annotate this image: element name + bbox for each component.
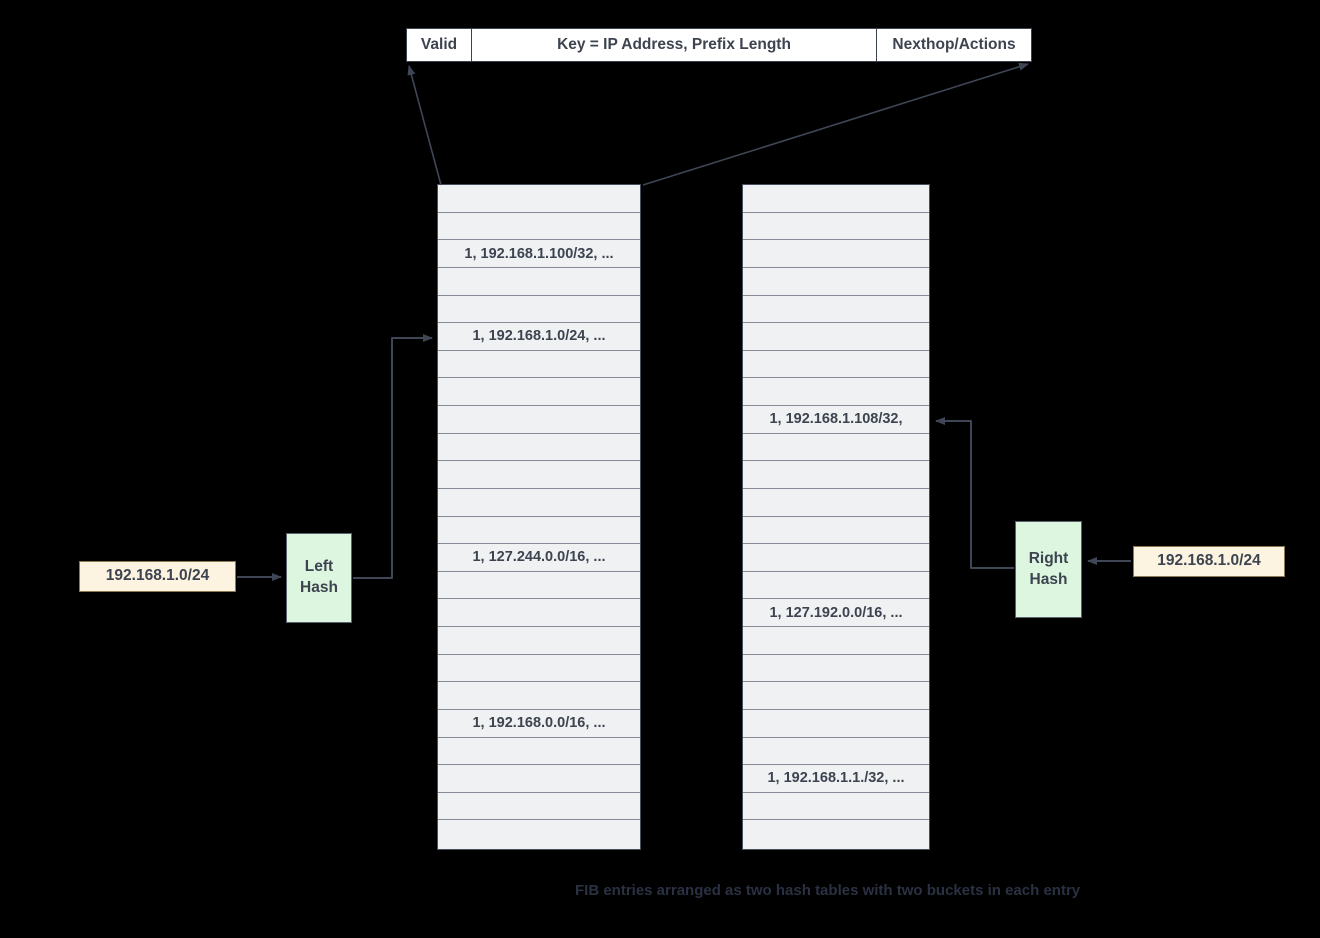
- header-cell-valid: Valid: [420, 36, 458, 53]
- right-hash-label-line1: Right: [1028, 549, 1069, 567]
- table-row-text: 1, 127.192.0.0/16, ...: [769, 604, 903, 621]
- table-row-filled: 1, 192.168.1.108/32,: [743, 406, 929, 434]
- table-row-empty: [438, 517, 640, 545]
- left-hash-box[interactable]: Left Hash: [286, 533, 352, 623]
- header-cell-key: Key = IP Address, Prefix Length: [471, 29, 876, 61]
- table-row-empty: [743, 793, 929, 821]
- table-row-empty: [743, 820, 929, 848]
- diagram-caption: FIB entries arranged as two hash tables …: [575, 882, 1081, 899]
- table-row-empty: [438, 489, 640, 517]
- table-row-empty: [438, 268, 640, 296]
- table-row-text: 1, 127.244.0.0/16, ...: [472, 549, 606, 566]
- table-row-empty: [743, 434, 929, 462]
- table-row-empty: [743, 296, 929, 324]
- table-row-filled: 1, 192.168.1.100/32, ...: [438, 240, 640, 268]
- table-row-empty: [438, 213, 640, 241]
- table-row-empty: [438, 351, 640, 379]
- table-row-empty: [743, 544, 929, 572]
- table-row-text: 1, 192.168.1.0/24, ...: [472, 328, 606, 345]
- table-row-text: 1, 192.168.1.100/32, ...: [464, 245, 614, 262]
- table-row-empty: [438, 682, 640, 710]
- right-hash-label-line2: Hash: [1029, 570, 1068, 588]
- table-row-empty: [743, 489, 929, 517]
- table-row-empty: [438, 820, 640, 848]
- table-row-empty: [743, 323, 929, 351]
- table-row-empty: [743, 268, 929, 296]
- left-hash-label-line2: Hash: [300, 579, 338, 596]
- table-row-filled: 1, 192.168.0.0/16, ...: [438, 710, 640, 738]
- table-row-empty: [743, 240, 929, 268]
- table-row-empty: [743, 682, 929, 710]
- table-row-empty: [743, 378, 929, 406]
- header-cell-nexthop: Nexthop/Actions: [876, 29, 1031, 61]
- table-row-empty: [438, 738, 640, 766]
- table-row-empty: [743, 185, 929, 213]
- table-row-empty: [438, 296, 640, 324]
- fib-entry-header: Valid Key = IP Address, Prefix Length Ne…: [406, 28, 1032, 62]
- right-hash-box[interactable]: Right Hash: [1015, 521, 1082, 618]
- table-row-empty: [438, 406, 640, 434]
- arrow-left-hash-to-table: [353, 334, 433, 579]
- table-row-empty: [743, 627, 929, 655]
- table-row-empty: [438, 434, 640, 462]
- table-row-empty: [743, 655, 929, 683]
- table-row-empty: [743, 572, 929, 600]
- table-row-empty: [743, 710, 929, 738]
- table-row-empty: [438, 793, 640, 821]
- table-row-empty: [438, 765, 640, 793]
- table-row-empty: [438, 378, 640, 406]
- right-input-prefix-label: 192.168.1.0/24: [1157, 552, 1261, 570]
- table-row-text: 1, 192.168.1.1./32, ...: [767, 770, 905, 787]
- table-row-empty: [743, 517, 929, 545]
- table-row-text: 1, 192.168.0.0/16, ...: [472, 715, 606, 732]
- table-row-empty: [438, 185, 640, 213]
- table-row-empty: [438, 627, 640, 655]
- table-row-empty: [743, 213, 929, 241]
- table-row-empty: [438, 572, 640, 600]
- right-input-prefix-box[interactable]: 192.168.1.0/24: [1133, 546, 1285, 577]
- table-row-empty: [743, 738, 929, 766]
- table-row-filled: 1, 127.244.0.0/16, ...: [438, 544, 640, 572]
- right-hash-table: 1, 192.168.1.108/32, 1, 127.192.0.0/16, .…: [742, 184, 930, 850]
- table-row-text: 1, 192.168.1.108/32,: [769, 411, 903, 428]
- table-row-empty: [743, 351, 929, 379]
- arrow-right-hash-to-table: [935, 417, 1014, 569]
- table-row-empty: [438, 655, 640, 683]
- left-hash-table: 1, 192.168.1.100/32, ... 1, 192.168.1.0/2…: [437, 184, 641, 850]
- left-input-prefix-label: 192.168.1.0/24: [105, 567, 210, 585]
- table-row-filled: 1, 192.168.1.0/24, ...: [438, 323, 640, 351]
- table-row-filled: 1, 127.192.0.0/16, ...: [743, 599, 929, 627]
- table-row-filled: 1, 192.168.1.1./32, ...: [743, 765, 929, 793]
- left-hash-label-line1: Left: [304, 558, 334, 576]
- callout-line-nexthop: [642, 62, 1029, 186]
- callout-line-valid: [407, 65, 442, 186]
- table-row-empty: [438, 461, 640, 489]
- table-row-empty: [438, 599, 640, 627]
- table-row-empty: [743, 461, 929, 489]
- left-input-prefix-box[interactable]: 192.168.1.0/24: [79, 561, 236, 592]
